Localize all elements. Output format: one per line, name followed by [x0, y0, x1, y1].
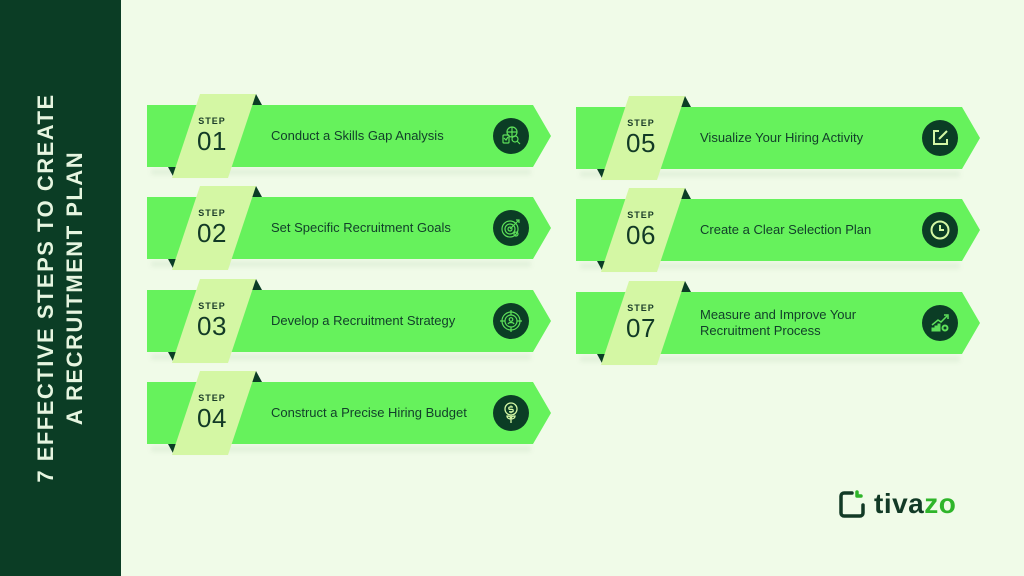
- step-title: Set Specific Recruitment Goals: [271, 220, 451, 235]
- step-number: 05: [626, 128, 656, 158]
- tivazo-logo: tivazo: [838, 488, 956, 520]
- logo-mark-icon: [839, 490, 865, 518]
- fold-triangle-top: [679, 281, 691, 292]
- step-label: STEP: [198, 301, 226, 311]
- clock-icon: [922, 212, 958, 248]
- step-number: 03: [197, 311, 227, 341]
- step-02-card: STEP 02 Set Specific Recruitment Goals: [147, 186, 551, 272]
- step-number: 07: [626, 313, 656, 343]
- step-06-card: STEP 06 Create a Clear Selection Plan: [576, 188, 980, 274]
- step-label: STEP: [627, 210, 655, 220]
- fold-triangle-top: [250, 94, 262, 105]
- edit-square-icon: [922, 120, 958, 156]
- skills-gap-analysis-icon: [493, 118, 529, 154]
- step-title: Measure and Improve Your Recruitment Pro…: [700, 307, 857, 338]
- step-number: 04: [197, 403, 227, 433]
- title-line-1: 7 EFFECTIVE STEPS TO CREATE: [33, 93, 58, 483]
- step-label: STEP: [198, 116, 226, 126]
- step-number: 06: [626, 220, 656, 250]
- step-title: Develop a Recruitment Strategy: [271, 313, 456, 328]
- step-label: STEP: [198, 393, 226, 403]
- money-plant-icon: [493, 395, 529, 431]
- step-title: Construct a Precise Hiring Budget: [271, 405, 467, 420]
- step-03-card: STEP 03 Develop a Recruitment Strategy: [147, 279, 551, 365]
- step-04-card: STEP 04 Construct a Precise Hiring Budge…: [147, 371, 551, 457]
- crosshair-person-icon: [493, 303, 529, 339]
- page-title: 7 EFFECTIVE STEPS TO CREATE A RECRUITMEN…: [31, 93, 89, 482]
- step-05-card: STEP 05 Visualize Your Hiring Activity: [576, 96, 980, 182]
- step-number: 01: [197, 126, 227, 156]
- step-title: Visualize Your Hiring Activity: [700, 130, 864, 145]
- fold-triangle-top: [679, 96, 691, 107]
- sidebar: 7 EFFECTIVE STEPS TO CREATE A RECRUITMEN…: [0, 0, 121, 576]
- step-label: STEP: [198, 208, 226, 218]
- step-label: STEP: [627, 303, 655, 313]
- step-07-card: STEP 07 Measure and Improve Your Recruit…: [576, 281, 980, 367]
- logo-text: tivazo: [874, 488, 957, 519]
- growth-chart-gear-icon: [922, 305, 958, 341]
- fold-triangle-top: [250, 186, 262, 197]
- step-title: Conduct a Skills Gap Analysis: [271, 128, 444, 143]
- step-label: STEP: [627, 118, 655, 128]
- step-number: 02: [197, 218, 227, 248]
- target-goals-icon: [493, 210, 529, 246]
- step-title: Create a Clear Selection Plan: [700, 222, 872, 237]
- step-01-card: STEP 01 Conduct a Skills Gap Analysis: [147, 94, 551, 180]
- title-line-2: A RECRUITMENT PLAN: [62, 150, 87, 426]
- fold-triangle-top: [679, 188, 691, 199]
- fold-triangle-top: [250, 371, 262, 382]
- fold-triangle-top: [250, 279, 262, 290]
